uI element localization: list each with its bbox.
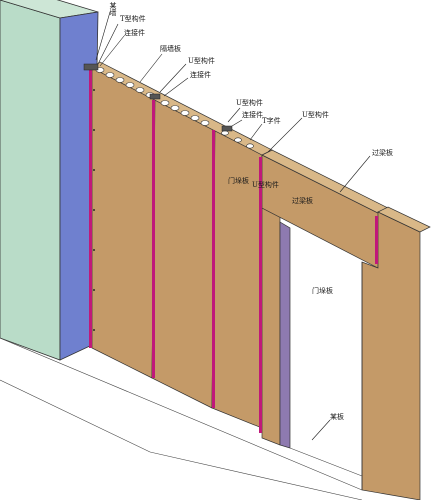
wall-panel-2 [151,97,216,409]
leader-lintel-board [339,155,371,193]
leader-u-connector-3 [267,117,303,153]
wall-panel-right-top [377,206,431,233]
leader-connector-top [99,35,125,67]
floor-line-2 [0,379,151,453]
leader-t-connector [97,23,119,65]
wall-panel-3 [211,127,263,429]
floor-line-3 [149,451,363,500]
leader-floor [311,419,331,441]
door-jamb [279,221,291,449]
door-threshold [289,447,363,477]
leader-u-connector-2 [227,107,241,123]
panel-joints [89,70,378,433]
leader-u-connector-1 [159,63,187,93]
top-connectors [83,63,233,132]
anchor-bolts [93,89,95,331]
leader-connector-2 [163,77,189,97]
wall-panel-1 [91,67,156,379]
panel-core-holes [95,67,254,149]
leader-column-wall [95,11,111,61]
floor-line-1 [0,337,363,491]
leader-connector-3 [231,119,243,127]
leader-t-connector-2 [249,123,263,141]
column-front-face [0,0,61,361]
leader-wallboard [139,53,163,83]
